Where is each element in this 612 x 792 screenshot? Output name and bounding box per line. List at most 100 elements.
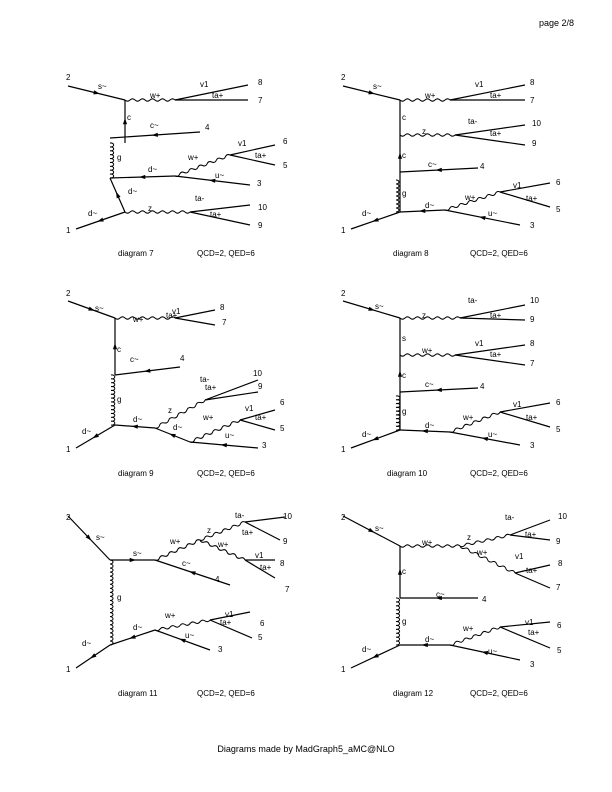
fermion-line xyxy=(499,182,551,193)
diagram-caption: diagram 7 xyxy=(118,249,154,258)
fermion-line-arrow xyxy=(368,527,375,533)
fermion-line-arrow xyxy=(85,534,92,541)
particle-label: z xyxy=(148,204,152,213)
particle-label: 10 xyxy=(253,369,262,378)
fermion-line-arrow xyxy=(481,651,489,656)
particle-label: w+ xyxy=(202,413,214,422)
particle-label: w+ xyxy=(187,153,199,162)
particle-label: d~ xyxy=(128,187,137,196)
fermion-line-arrow xyxy=(435,387,442,392)
fermion-line xyxy=(499,402,551,413)
fermion-line xyxy=(229,154,276,166)
particle-label: w+ xyxy=(476,548,488,557)
particle-label: c~ xyxy=(428,160,437,169)
gluon-line xyxy=(110,374,116,426)
particle-label: 7 xyxy=(258,96,263,105)
particle-label: 6 xyxy=(557,621,562,630)
particle-label: 3 xyxy=(530,441,535,450)
fermion-line xyxy=(239,419,276,431)
particle-label: 5 xyxy=(280,424,285,433)
particle-label: v1 xyxy=(238,139,247,148)
particle-label: ta+ xyxy=(220,618,232,627)
particle-label: w+ xyxy=(424,91,436,100)
particle-label: u~ xyxy=(225,431,234,440)
boson-line xyxy=(399,98,451,102)
particle-label: ta+ xyxy=(490,91,502,100)
coupling-order: QCD=2, QED=6 xyxy=(470,469,528,478)
fermion-line-arrow xyxy=(419,208,426,213)
particle-label: 10 xyxy=(532,119,541,128)
particle-label: 8 xyxy=(530,78,535,87)
coupling-order: QCD=2, QED=6 xyxy=(470,249,528,258)
particle-label: 4 xyxy=(482,595,487,604)
fermion-line-arrow xyxy=(129,634,136,639)
particle-label: 8 xyxy=(280,559,285,568)
particle-label: d~ xyxy=(425,421,434,430)
particle-label: w+ xyxy=(462,413,474,422)
fermion-line xyxy=(499,621,551,628)
fermion-line xyxy=(174,84,249,101)
boson-line xyxy=(459,533,511,548)
particle-label: 3 xyxy=(530,660,535,669)
particle-label: w+ xyxy=(462,624,474,633)
particle-label: ta+ xyxy=(242,528,254,537)
diagram-caption: diagram 12 xyxy=(393,689,434,698)
fermion-line xyxy=(509,534,551,541)
fermion-line xyxy=(454,134,526,146)
coupling-order: QCD=2, QED=6 xyxy=(470,689,528,698)
particle-label: s~ xyxy=(95,304,104,313)
fermion-line-arrow xyxy=(169,433,176,438)
particle-label: 6 xyxy=(283,137,288,146)
boson-line xyxy=(444,191,501,211)
fermion-line xyxy=(499,626,551,649)
fermion-line xyxy=(454,344,526,356)
particle-label: w+ xyxy=(132,315,144,324)
fermion-line xyxy=(459,304,526,319)
particle-label: v1 xyxy=(200,80,209,89)
particle-label: 9 xyxy=(532,139,537,148)
particle-label: c xyxy=(402,371,406,380)
particle-label: g xyxy=(402,189,406,198)
particle-label: ta+ xyxy=(490,129,502,138)
particle-label: w+ xyxy=(464,193,476,202)
particle-label: s~ xyxy=(375,524,384,533)
fermion-line xyxy=(499,191,551,208)
particle-label: d~ xyxy=(425,635,434,644)
particle-label: 2 xyxy=(66,513,71,522)
particle-label: c xyxy=(127,113,131,122)
particle-label: 10 xyxy=(530,296,539,305)
fermion-line-arrow xyxy=(129,557,136,563)
particle-label: g xyxy=(117,153,121,162)
particle-label: w+ xyxy=(217,540,229,549)
fermion-line xyxy=(204,391,259,401)
boson-line xyxy=(189,419,241,443)
fermion-line-arrow xyxy=(209,178,216,183)
particle-label: 5 xyxy=(556,425,561,434)
particle-label: 10 xyxy=(558,512,567,521)
particle-label: 1 xyxy=(66,226,71,235)
boson-line xyxy=(124,98,176,102)
particle-label: ta+ xyxy=(255,151,267,160)
particle-label: ta+ xyxy=(490,311,502,320)
particle-label: ta+ xyxy=(255,413,267,422)
particle-label: u~ xyxy=(185,631,194,640)
particle-label: 2 xyxy=(341,289,346,298)
particle-label: z xyxy=(467,533,471,542)
fermion-line-arrow xyxy=(481,436,489,442)
diagram-caption: diagram 11 xyxy=(118,689,158,698)
particle-label: 9 xyxy=(258,382,263,391)
particle-label: c~ xyxy=(436,590,445,599)
particle-label: ta+ xyxy=(212,91,224,100)
fermion-line xyxy=(174,317,216,326)
particle-label: 6 xyxy=(556,398,561,407)
particle-label: ta+ xyxy=(525,530,537,539)
particle-label: 6 xyxy=(556,178,561,187)
fermion-line-arrow xyxy=(421,642,428,648)
particle-label: v1 xyxy=(513,181,522,190)
boson-line xyxy=(449,411,501,433)
fermion-line-arrow xyxy=(397,568,403,575)
coupling-order: QCD=2, QED=6 xyxy=(197,469,255,478)
particle-label: ta+ xyxy=(210,210,222,219)
particle-label: w+ xyxy=(421,538,433,547)
particle-label: d~ xyxy=(82,427,91,436)
